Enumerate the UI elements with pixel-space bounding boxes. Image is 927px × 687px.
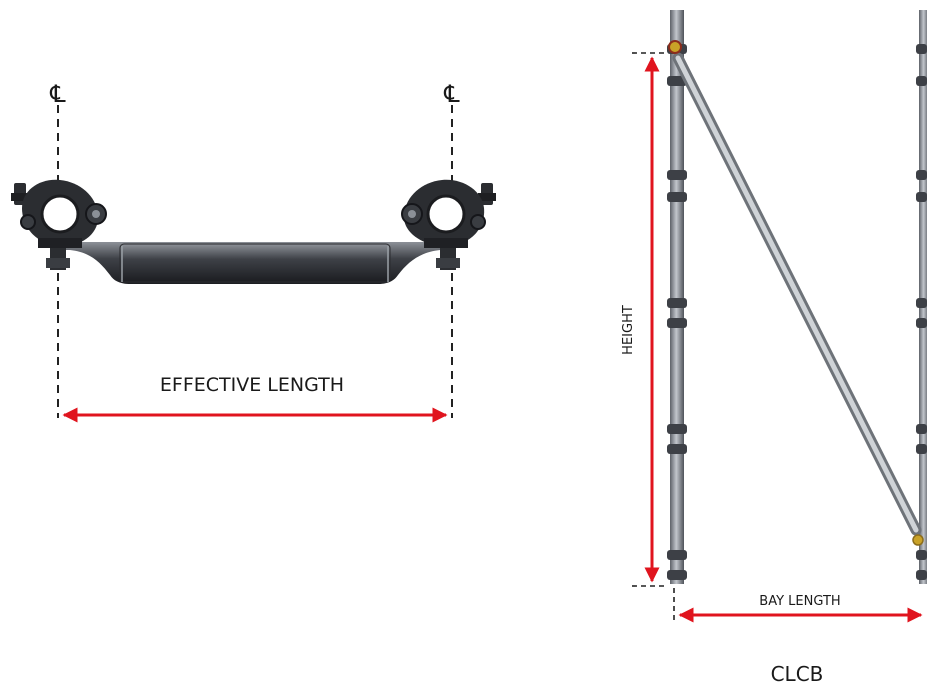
diagram-caption: CLCB bbox=[771, 662, 824, 686]
effective-length-label: EFFECTIVE LENGTH bbox=[160, 374, 344, 396]
centerline-symbol-left: ℄ bbox=[49, 80, 66, 108]
transom-tube bbox=[60, 242, 440, 284]
left-diagram: ℄ ℄ bbox=[11, 80, 496, 423]
standard-right bbox=[919, 10, 927, 584]
height-label: HEIGHT bbox=[621, 305, 636, 355]
diagonal-brace bbox=[668, 40, 924, 546]
standard-left bbox=[670, 10, 684, 584]
centerline-symbol-right: ℄ bbox=[443, 80, 460, 108]
coupler-clamp-right bbox=[401, 179, 496, 270]
coupler-clamp-left bbox=[11, 179, 107, 270]
standard-nodes-right bbox=[916, 44, 927, 580]
right-diagram: HEIGHT BAY LENGTH CLCB bbox=[621, 10, 927, 686]
bay-length-label: BAY LENGTH bbox=[759, 594, 840, 609]
standard-nodes-left bbox=[667, 44, 687, 580]
